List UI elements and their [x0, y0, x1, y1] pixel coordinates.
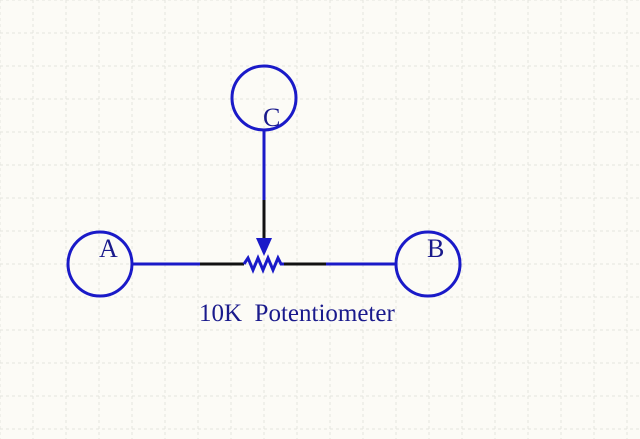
pin-c-circle[interactable]: [230, 64, 298, 132]
pin-a-label: A: [99, 234, 118, 263]
pin-a-circle[interactable]: [66, 230, 134, 298]
wiper-arrow: [256, 238, 272, 256]
component-label: 10K Potentiometer: [199, 300, 395, 327]
pin-b-label: B: [427, 234, 444, 263]
pin-b-circle[interactable]: [394, 230, 462, 298]
pin-c-label: C: [263, 103, 280, 132]
resistor-symbol: [242, 254, 284, 274]
